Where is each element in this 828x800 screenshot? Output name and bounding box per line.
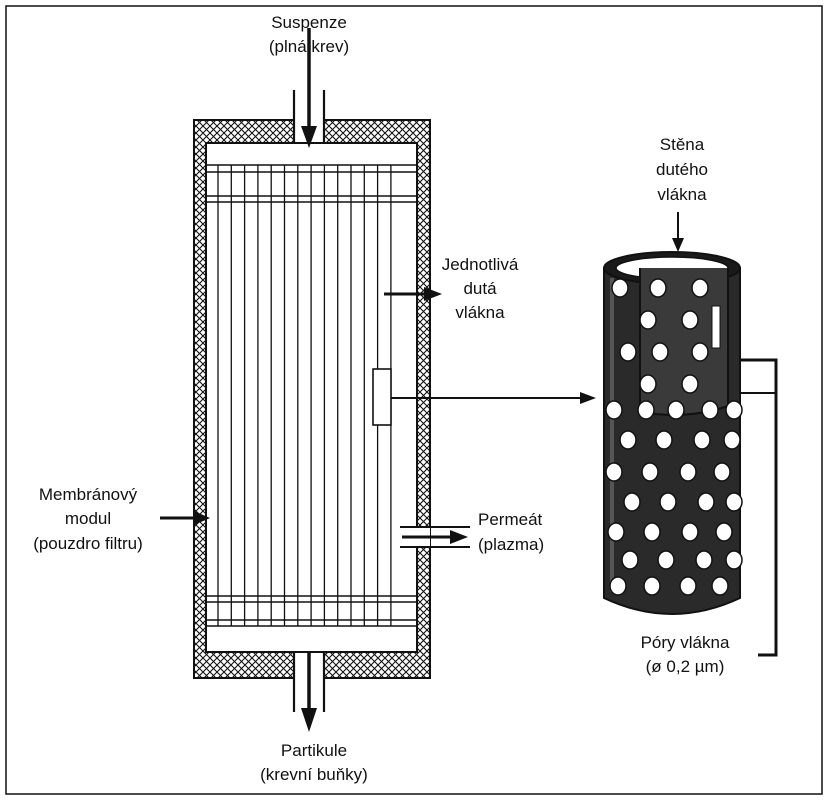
membrane-module-housing xyxy=(193,90,470,712)
fiber-lines xyxy=(217,165,392,626)
pore xyxy=(643,522,661,542)
pore xyxy=(651,342,669,362)
pore xyxy=(693,430,711,450)
label-permeate-2: (plazma) xyxy=(478,535,544,554)
pore xyxy=(725,550,743,570)
module-arrow-head xyxy=(194,511,210,525)
label-pores-2: (ø 0,2 µm) xyxy=(646,657,725,676)
pore xyxy=(725,400,743,420)
pore xyxy=(681,522,699,542)
pore xyxy=(623,492,641,512)
pore xyxy=(691,342,709,362)
pore xyxy=(605,462,623,482)
label-module-1: Membránový xyxy=(39,485,138,504)
pore xyxy=(639,310,657,330)
pore xyxy=(621,550,639,570)
fiber-pores xyxy=(605,278,743,596)
pore xyxy=(679,576,697,596)
label-inlet-2: (plná krev) xyxy=(269,37,349,56)
pore xyxy=(619,342,637,362)
label-outlet-2: (krevní buňky) xyxy=(260,765,368,784)
pore xyxy=(667,400,685,420)
pore xyxy=(691,278,709,298)
label-fibers-3: vlákna xyxy=(455,303,505,322)
inlet-arrow-head xyxy=(301,126,317,148)
pore xyxy=(681,374,699,394)
pore xyxy=(723,430,741,450)
pore xyxy=(659,492,677,512)
pore xyxy=(649,278,667,298)
pore xyxy=(607,522,625,542)
fibers-arrow-head xyxy=(424,287,442,301)
hollow-fiber-detail xyxy=(603,251,743,615)
pore xyxy=(609,576,627,596)
label-outlet-1: Partikule xyxy=(281,741,347,760)
pore xyxy=(657,550,675,570)
label-wall-1: Stěna xyxy=(660,135,705,154)
wall-arrow-head xyxy=(672,238,684,252)
label-module-2: modul xyxy=(65,509,111,528)
detail-arrow-head xyxy=(580,392,596,404)
flow-arrows xyxy=(160,28,778,732)
pore xyxy=(697,492,715,512)
pore xyxy=(643,576,661,596)
outer-frame xyxy=(5,5,823,795)
pore xyxy=(701,400,719,420)
fiber-bundle xyxy=(206,164,417,627)
permeate-arrow-head xyxy=(450,530,468,544)
outlet-arrow-head xyxy=(301,708,317,732)
label-module-3: (pouzdro filtru) xyxy=(33,534,143,553)
pore xyxy=(725,492,743,512)
label-wall-3: vlákna xyxy=(657,185,707,204)
pore xyxy=(619,430,637,450)
pore xyxy=(711,576,729,596)
label-fibers-2: dutá xyxy=(463,279,497,298)
pore xyxy=(681,310,699,330)
pore xyxy=(641,462,659,482)
pores-bracket xyxy=(728,358,778,657)
pore xyxy=(715,522,733,542)
detail-marker xyxy=(372,368,392,426)
wall-section xyxy=(711,305,721,349)
pore xyxy=(605,400,623,420)
pore xyxy=(679,462,697,482)
pore xyxy=(637,400,655,420)
label-pores-1: Póry vlákna xyxy=(641,633,730,652)
label-wall-2: dutého xyxy=(656,160,708,179)
label-fibers-1: Jednotlivá xyxy=(442,255,519,274)
pore xyxy=(611,278,629,298)
pore xyxy=(695,550,713,570)
pore xyxy=(639,374,657,394)
label-permeate-1: Permeát xyxy=(478,510,543,529)
pore xyxy=(655,430,673,450)
label-inlet-1: Suspenze xyxy=(271,13,347,32)
pore xyxy=(713,462,731,482)
